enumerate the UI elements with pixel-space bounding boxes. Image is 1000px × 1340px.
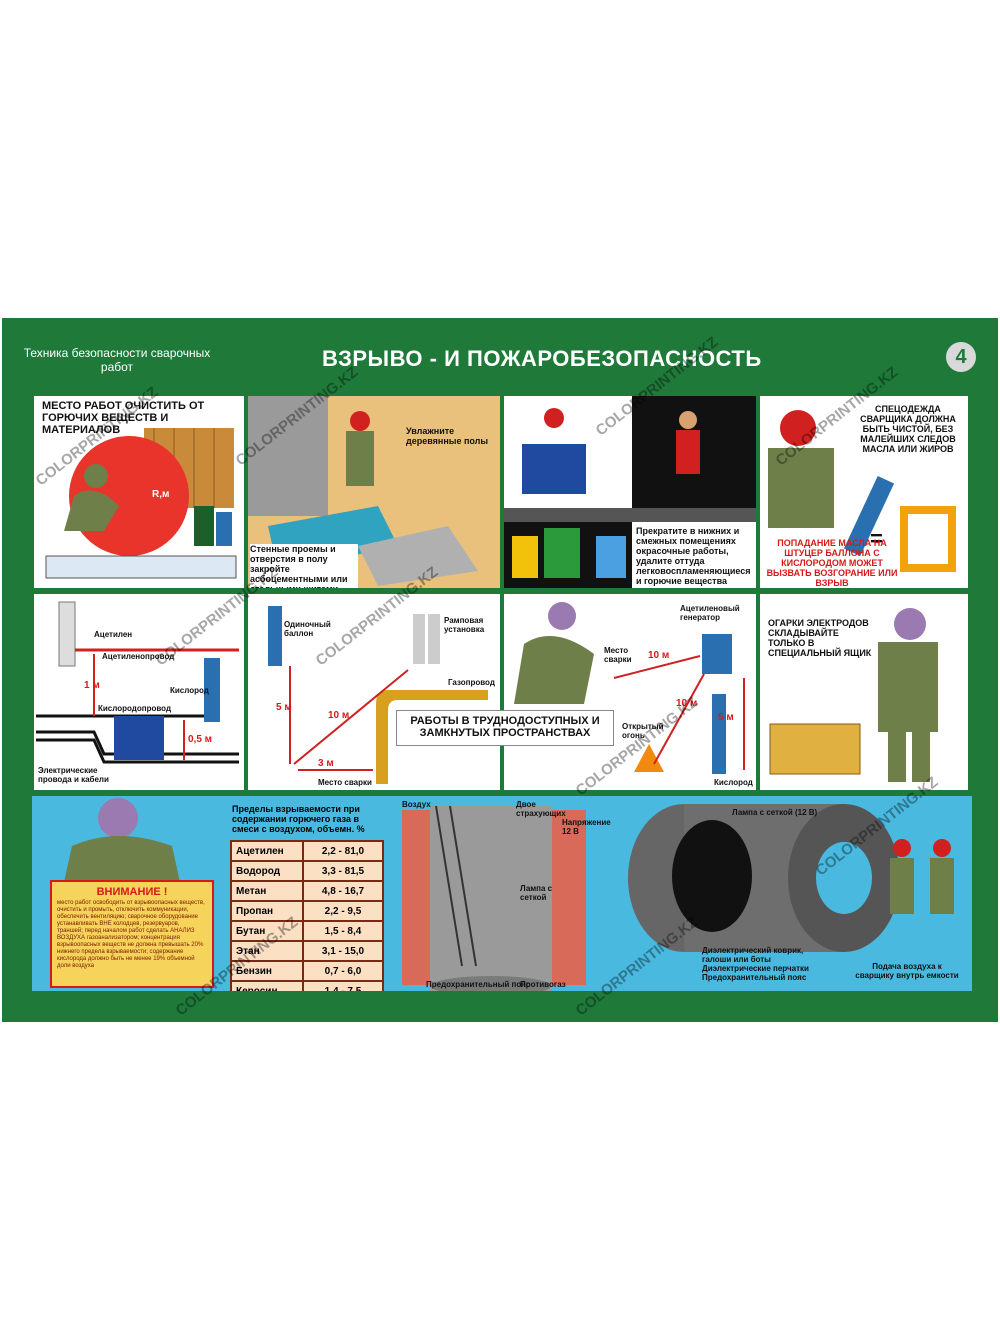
panel-adjacent-rooms: Прекратите в нижних и смежных помещениях… — [504, 396, 756, 588]
gas-limit-value: 3,1 - 15,0 — [304, 942, 382, 960]
svg-text:=: = — [870, 526, 883, 551]
distance-3m: 3 м — [318, 758, 334, 769]
panel-confined-title: РАБОТЫ В ТРУДНОДОСТУПНЫХ И ЗАМКНУТЫХ ПРО… — [396, 710, 614, 746]
clothing-illustration: = — [768, 410, 956, 572]
open-fire-label: Открытый огонь — [622, 722, 664, 740]
ramp-label: Рамповая установка — [444, 616, 485, 634]
page-number-badge: 4 — [946, 342, 976, 372]
belt-label: Предохранительный пояс — [426, 980, 531, 989]
attention-text: место работ освободить от взрывоопасных … — [57, 900, 205, 969]
panel-caption: МЕСТО РАБОТ ОЧИСТИТЬ ОТ ГОРЮЧИХ ВЕЩЕСТВ … — [42, 400, 205, 436]
gas-limit-value: 1,5 - 8,4 — [304, 922, 382, 940]
gas-limit-value: 2,2 - 81,0 — [304, 842, 382, 860]
air-supply-label: Подача воздуха к сварщику внутрь емкости — [855, 962, 959, 980]
voltage-label: Напряжение 12 В — [562, 818, 611, 836]
single-cylinder-label: Одиночный баллон — [284, 620, 331, 638]
distance-10m-b: 10 м — [676, 698, 698, 709]
poster: Техника безопасности сварочных работ ВЗР… — [2, 318, 998, 1022]
generator-label: Ацетиленовый генератор — [680, 604, 740, 622]
moisten-floor-note: Увлажните деревянные полы — [406, 426, 489, 446]
bottom-section: ВНИМАНИЕ ! место работ освободить от взр… — [32, 796, 972, 991]
distance-10m-a: 10 м — [648, 650, 670, 661]
distance-10m: 10 м — [328, 710, 350, 721]
gas-limit-value: 2,2 - 9,5 — [304, 902, 382, 920]
panel-generator-distances: Ацетиленовый генератор Место сварки Откр… — [504, 594, 756, 790]
electrode-box-illustration — [769, 608, 938, 782]
lamp-12v-label: Лампа с сеткой (12 В) — [732, 808, 818, 817]
acetylene-pipe-label: Ацетиленопровод — [102, 652, 175, 661]
distance-5m: 5 м — [276, 702, 292, 713]
gasmask-label: Противогаз — [520, 980, 566, 989]
acetylene-label: Ацетилен — [94, 630, 133, 639]
distance-05m: 0,5 м — [188, 734, 213, 745]
attention-title: ВНИМАНИЕ ! — [96, 886, 168, 898]
oxygen-label-2: Кислород — [714, 778, 753, 787]
gas-limit-value: 1,4 - 7,5 — [304, 982, 382, 991]
confined-title: РАБОТЫ В ТРУДНОДОСТУПНЫХ И ЗАМКНУТЫХ ПРО… — [410, 715, 600, 739]
rooms-illustration — [504, 396, 756, 588]
radius-label: R,м — [152, 489, 170, 500]
series-title: Техника безопасности сварочных работ — [23, 346, 211, 374]
attention-box: ВНИМАНИЕ ! место работ освободить от взр… — [50, 880, 214, 988]
panel-floor-protection: Увлажните деревянные полы Стенные проемы… — [248, 396, 500, 588]
oxygen-pipe-label: Кислородопровод — [98, 704, 172, 713]
gas-name: Пропан — [232, 902, 302, 920]
two-belayers-label: Двое страхующих — [516, 800, 566, 818]
generator-illustration — [514, 602, 745, 774]
clean-clothes-caption: СПЕЦОДЕЖДА СВАРЩИКА ДОЛЖНА БЫТЬ ЧИСТОЙ, … — [860, 404, 956, 454]
gas-name: Бутан — [232, 922, 302, 940]
panel-clean-workplace: МЕСТО РАБОТ ОЧИСТИТЬ ОТ ГОРЮЧИХ ВЕЩЕСТВ … — [34, 396, 244, 588]
limits-title: Пределы взрываемости при содержании горю… — [232, 804, 365, 834]
pipeline-illustration — [36, 601, 239, 764]
gas-name: Этан — [232, 942, 302, 960]
weld-site-label-2: Место сварки — [604, 646, 632, 664]
gas-limit-value: 0,7 - 6,0 — [304, 962, 382, 980]
dielectric-label: Диэлектрический коврик, галоши или боты … — [702, 946, 809, 982]
gas-name: Керосин — [232, 982, 302, 991]
gas-name: Бензин — [232, 962, 302, 980]
gas-pipe-label: Газопровод — [448, 678, 495, 687]
stop-painting-note: Прекратите в нижних и смежных помещениях… — [636, 526, 751, 586]
gas-name: Ацетилен — [232, 842, 302, 860]
gas-limit-value: 4,8 - 16,7 — [304, 882, 382, 900]
welder-illustration — [45, 428, 237, 579]
cables-label: Электрические провода и кабели — [38, 766, 109, 784]
panel-electrode-stubs: ОГАРКИ ЭЛЕКТРОДОВ СКЛАДЫВАЙТЕ ТОЛЬКО В С… — [760, 594, 968, 790]
gas-name: Водород — [232, 862, 302, 880]
gas-name: Метан — [232, 882, 302, 900]
page-title: ВЗРЫВО - И ПОЖАРОБЕЗОПАСНОСТЬ — [322, 346, 762, 371]
distance-5m-b: 5 м — [718, 712, 734, 723]
lamp-label: Лампа с сеткой — [520, 884, 553, 902]
oil-warning: ПОПАДАНИЕ МАСЛА НА ШТУЦЕР БАЛЛОНА С КИСЛ… — [766, 538, 898, 588]
panel-cylinder-distances: Одиночный баллон Рамповая установка Газо… — [248, 594, 500, 790]
panel-clean-clothes: СПЕЦОДЕЖДА СВАРЩИКА ДОЛЖНА БЫТЬ ЧИСТОЙ, … — [760, 396, 968, 588]
air-label: Воздух — [402, 800, 431, 809]
oxygen-label: Кислород — [170, 686, 209, 695]
cylinder-illustration — [268, 606, 488, 784]
panel-pipeline-distances: Ацетилен Ацетиленопровод Кислород Кислор… — [34, 594, 244, 790]
weld-site-label: Место сварки — [318, 778, 372, 787]
cover-openings-note: Стенные проемы и отверстия в полу закрой… — [250, 544, 358, 588]
gas-limit-value: 3,3 - 81,5 — [304, 862, 382, 880]
electrode-caption: ОГАРКИ ЭЛЕКТРОДОВ СКЛАДЫВАЙТЕ ТОЛЬКО В С… — [768, 618, 872, 658]
distance-1m: 1 м — [84, 680, 100, 691]
bottom-illustration — [62, 798, 972, 991]
